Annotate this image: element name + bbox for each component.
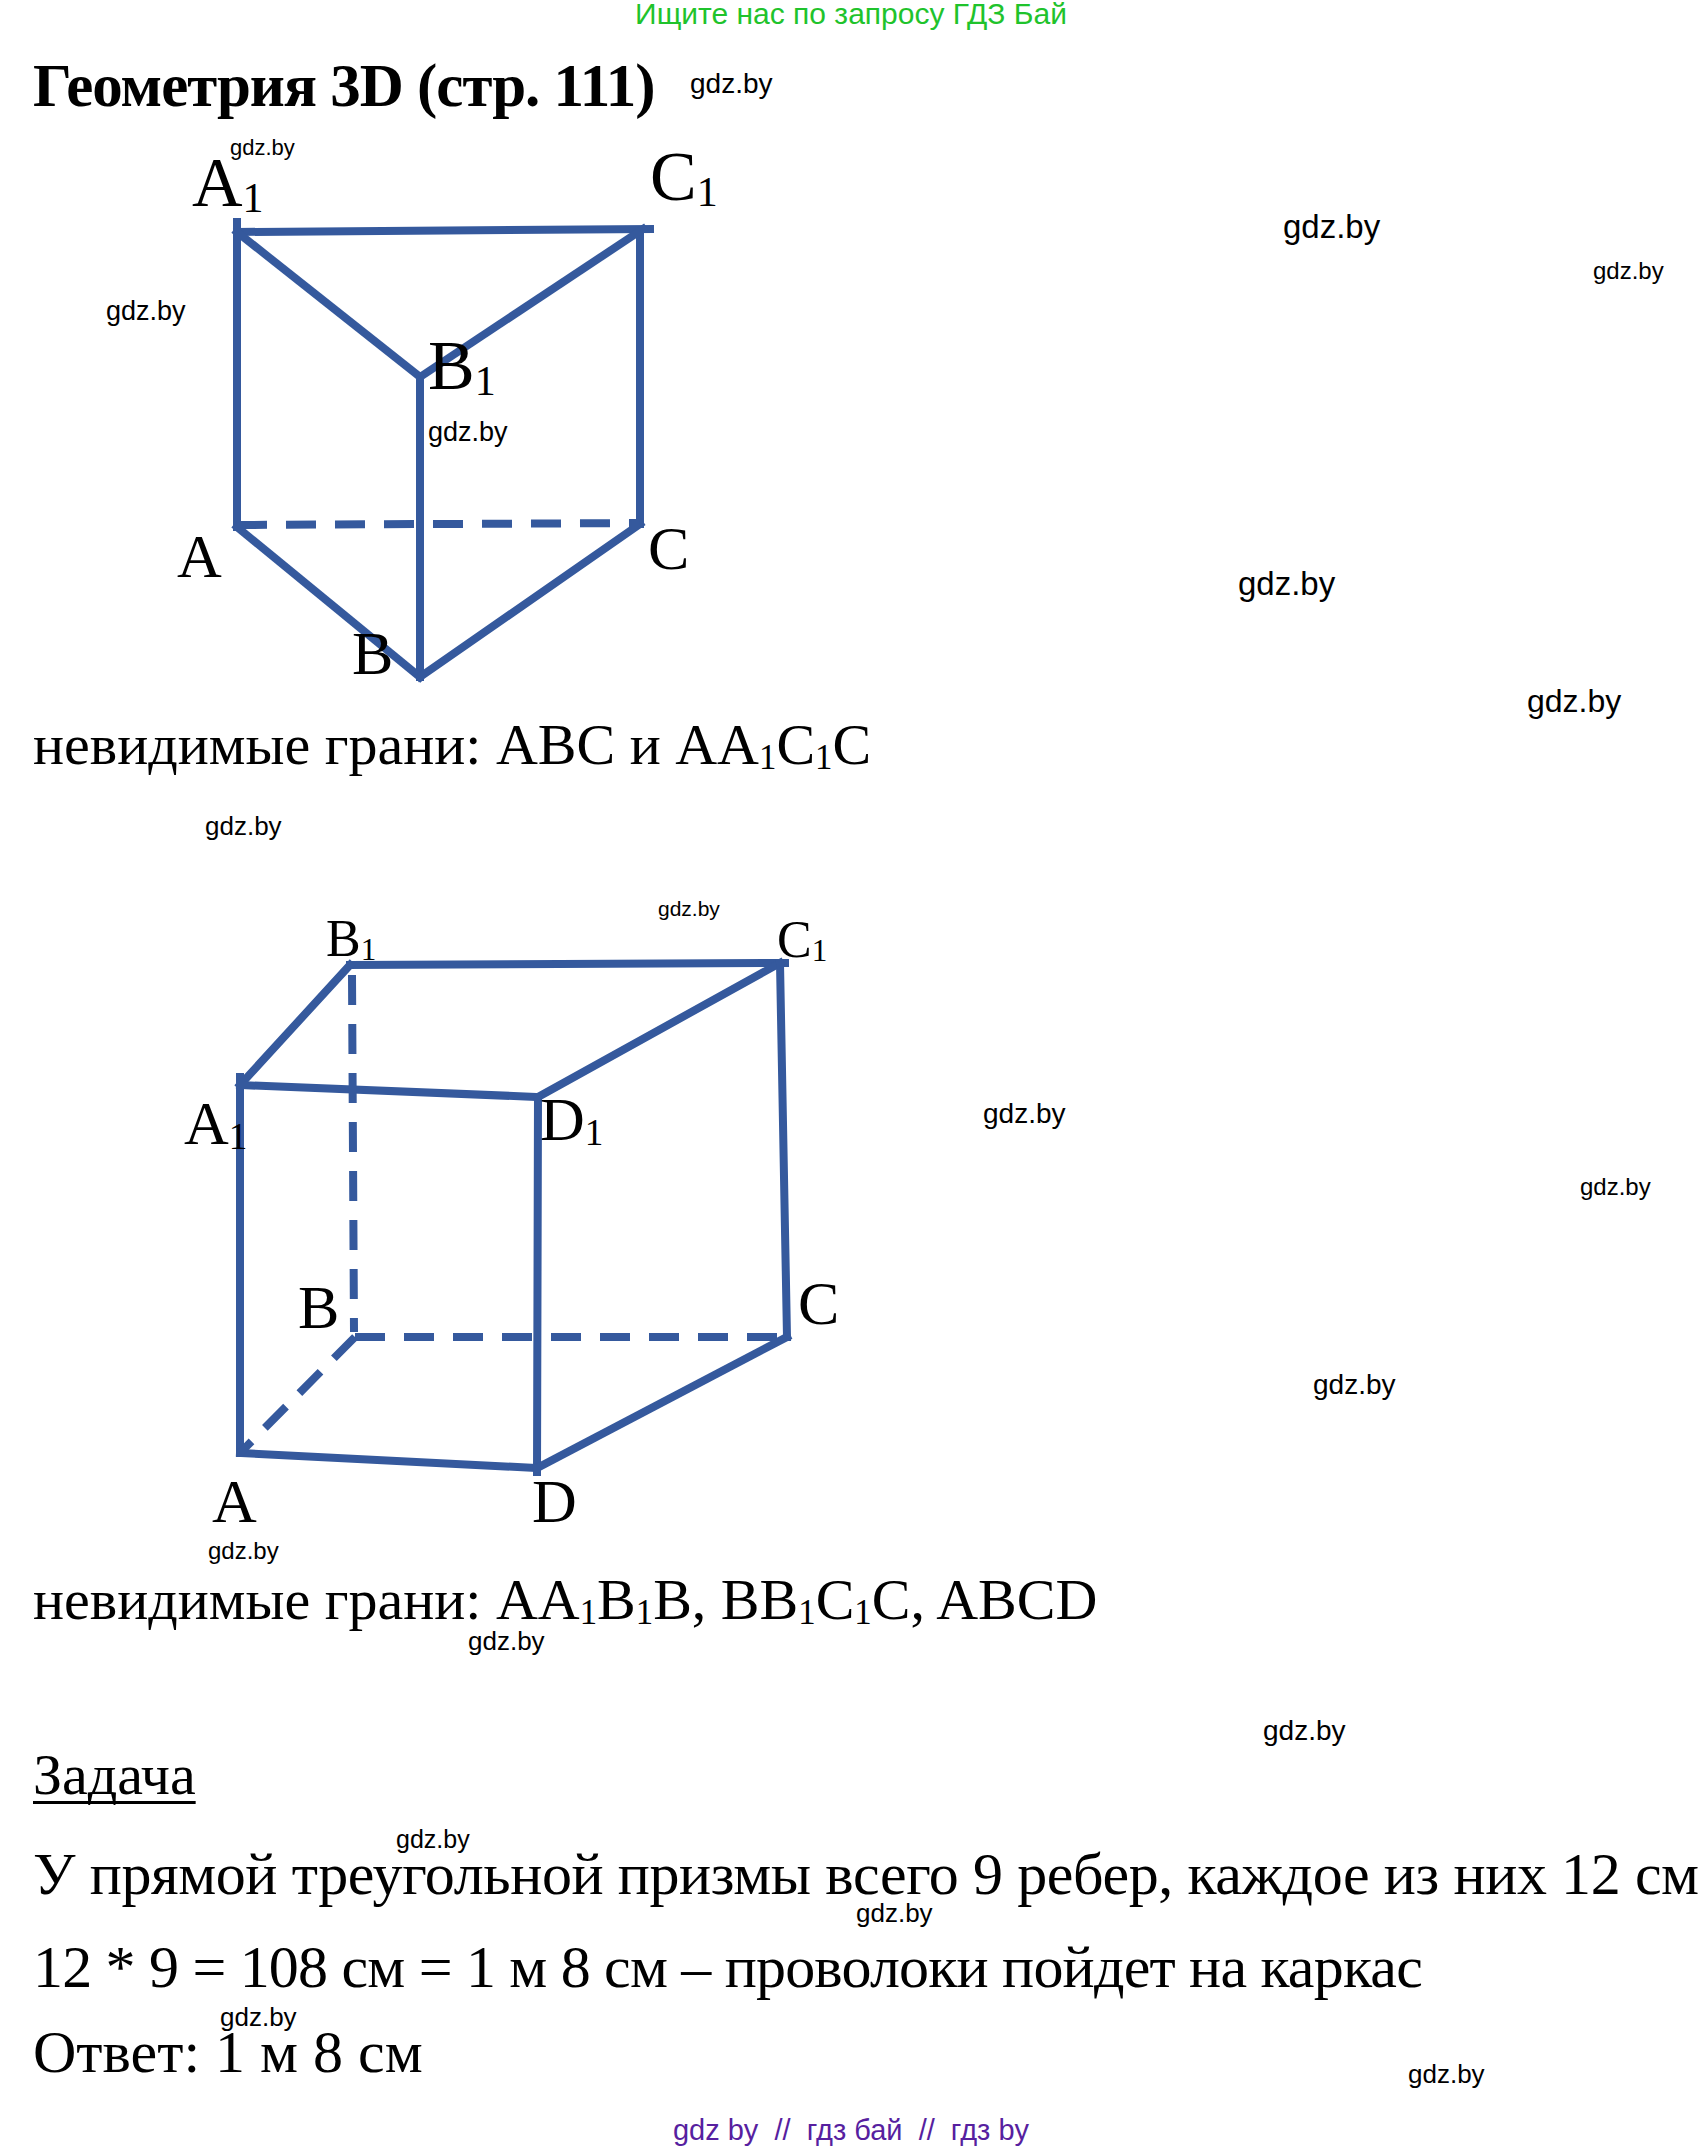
fig2-label-a: A: [212, 1470, 257, 1532]
fig2-edge-b1b-hidden: [352, 975, 354, 1332]
fig1-label-c: C: [648, 517, 689, 579]
fig1-caption: невидимые грани: ABC и AA1C1C: [33, 716, 871, 774]
footer-links: gdz by // гдз бай // гдз by: [0, 2114, 1702, 2147]
fig2-edge-b1c1: [350, 963, 785, 965]
fig1-edge-cb: [420, 524, 640, 677]
task-heading: Задача: [33, 1746, 196, 1804]
fig2-label-a1: A1: [184, 1092, 247, 1154]
fig2-label-b1: B1: [326, 913, 376, 965]
fig2-edge-ad: [240, 1453, 537, 1468]
fig2-edge-b1a1: [240, 965, 350, 1085]
task-answer: Ответ: 1 м 8 см: [33, 2022, 423, 2082]
fig2-caption: невидимые грани: AA1B1B, BB1C1C, ABCD: [33, 1571, 1097, 1629]
fig2-edge-d1c1: [538, 963, 780, 1097]
fig1-label-b1: B1: [428, 331, 496, 401]
fig2-label-c: C: [798, 1272, 839, 1334]
fig2-edge-a1d1: [240, 1085, 538, 1097]
fig1-label-a: A: [177, 525, 222, 587]
task-line2: 12 * 9 = 108 см = 1 м 8 см – проволоки п…: [33, 1937, 1422, 1997]
fig2-edge-d1d: [537, 1097, 538, 1472]
fig1-edge-a1b1: [237, 232, 420, 377]
fig2-label-d: D: [532, 1470, 577, 1532]
fig2-label-b: B: [298, 1276, 339, 1338]
fig1-label-a1: A1: [192, 148, 264, 218]
fig1-edge-a1c1: [237, 229, 650, 232]
fig1-label-b: B: [352, 622, 393, 684]
task-line1: У прямой треугольной призмы всего 9 ребе…: [33, 1844, 1699, 1904]
fig2-edge-ba-hidden: [240, 1337, 355, 1453]
fig2-edge-dc: [537, 1337, 787, 1468]
fig1-label-c1: C1: [650, 142, 718, 212]
fig1-edge-ac-hidden: [237, 523, 640, 525]
fig2-label-d1: D1: [540, 1088, 603, 1150]
fig2-label-c1: C1: [777, 914, 827, 966]
fig2-edge-c1c: [780, 963, 787, 1337]
